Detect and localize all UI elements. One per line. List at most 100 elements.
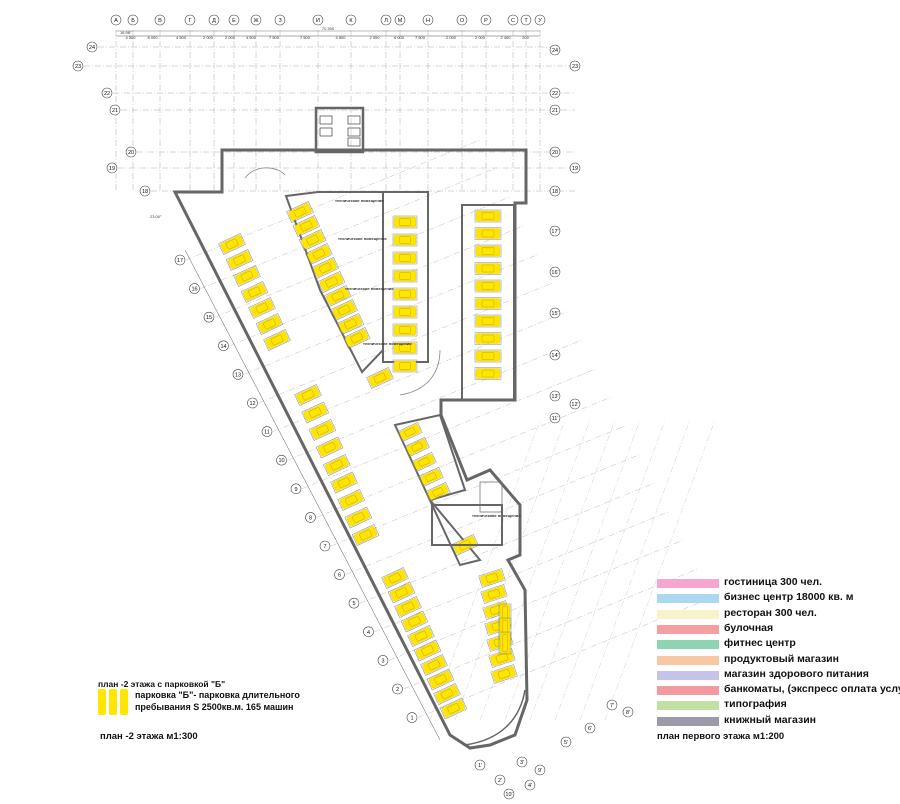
car-roof <box>458 539 472 551</box>
car-roof <box>427 659 441 671</box>
parking-space-41 <box>330 471 358 494</box>
axis-label-18: 18 <box>142 189 148 195</box>
parking-space-46 <box>404 437 430 457</box>
axis-label-d-16: 16 <box>191 287 197 293</box>
axis-label-b-6': 6' <box>588 726 592 732</box>
axis-bubble-b-6' <box>584 722 596 734</box>
dim-top-15: 200 <box>522 35 529 40</box>
parking-space-21 <box>298 229 327 251</box>
dim-top-9: 2 000 <box>369 35 380 40</box>
axis-bubble-19 <box>106 162 118 174</box>
space-outline <box>336 313 365 335</box>
car-roof <box>447 703 460 714</box>
axis-diag-14 <box>229 225 524 346</box>
car-mark <box>406 439 428 455</box>
axis-label-r-23: 23 <box>572 64 578 70</box>
axis-label-22: 22 <box>104 91 110 97</box>
axis-label-d-5: 5 <box>352 601 355 607</box>
space-outline <box>342 327 371 349</box>
axis-label-М: М <box>398 18 403 24</box>
space-outline <box>451 534 479 556</box>
axis-label-И: И <box>316 18 320 24</box>
axis-bubble-Н <box>422 14 434 26</box>
axis-bubble-Б <box>127 14 139 26</box>
axis-bubble-b-3' <box>516 756 528 768</box>
parking-space-71 <box>498 631 512 655</box>
axis-label-d-12: 12 <box>249 401 255 407</box>
space-outline <box>474 332 502 345</box>
axis-ray-2 <box>479 419 591 721</box>
axis-label-d-17: 17 <box>177 258 183 264</box>
axis-bubble-r-14' <box>549 349 561 361</box>
parking-space-54 <box>394 596 422 618</box>
legend-swatch-1 <box>657 594 719 604</box>
car-mark <box>499 632 511 654</box>
car-mark <box>294 217 319 235</box>
axis-label-b-7': 7' <box>610 703 614 709</box>
space-outline <box>400 610 429 633</box>
car-roof <box>323 442 336 453</box>
parking-space-61 <box>439 697 468 720</box>
car-roof <box>421 645 434 656</box>
axis-bubble-d-12 <box>247 397 258 409</box>
car-mark <box>413 454 435 470</box>
car-mark <box>441 699 466 718</box>
axis-bubble-r-17' <box>549 225 561 237</box>
space-outline <box>407 625 435 647</box>
car-mark <box>396 598 420 616</box>
axis-bubble-d-9 <box>290 483 302 495</box>
parking-space-8 <box>392 359 418 373</box>
axis-ray-6 <box>579 419 691 721</box>
parking-space-50 <box>366 367 394 389</box>
annex-car-1 <box>347 115 361 125</box>
dim-diagonal <box>184 249 441 741</box>
axis-label-С: С <box>511 18 515 24</box>
space-outline <box>263 329 291 351</box>
axis-bubble-20 <box>125 146 137 158</box>
axis-label-r-16': 16' <box>551 270 558 276</box>
car-roof <box>350 332 364 344</box>
axis-label-21: 21 <box>112 108 118 114</box>
space-outline <box>240 281 269 303</box>
space-outline <box>255 313 284 335</box>
car-mark <box>257 315 282 333</box>
car-legend-swatch <box>98 689 132 715</box>
axis-label-Р: Р <box>484 18 488 24</box>
space-outline <box>344 506 373 529</box>
parking-space-35 <box>263 329 291 351</box>
car-mark <box>339 491 363 509</box>
axis-bubble-Л <box>380 14 392 26</box>
parking-space-37 <box>301 401 329 424</box>
dim-top-3: 2 000 <box>203 35 214 40</box>
axis-diag-4 <box>374 511 669 632</box>
car-roof <box>399 290 411 298</box>
axis-bubble-r-19 <box>569 162 581 174</box>
axis-label-r-14': 14' <box>551 353 558 359</box>
axis-bubble-С <box>507 14 519 26</box>
space-outline <box>305 243 333 265</box>
space-outline <box>392 215 418 229</box>
parking-space-0 <box>392 215 418 229</box>
car-mark <box>480 570 504 586</box>
car-roof <box>301 389 315 401</box>
axis-label-В: В <box>158 18 162 24</box>
space-outline <box>474 297 502 310</box>
car-mark <box>296 386 320 404</box>
space-outline <box>474 244 502 258</box>
car-roof <box>401 601 415 613</box>
caption-desc-line1: парковка "Б"- парковка длительного <box>135 690 300 700</box>
space-outline <box>433 683 461 705</box>
axis-bubble-В <box>154 14 166 26</box>
space-outline <box>324 285 352 307</box>
space-outline <box>397 422 423 442</box>
space-outline <box>411 452 437 472</box>
car-roof <box>399 344 411 352</box>
car-roof <box>225 238 239 250</box>
car-mark <box>415 641 440 660</box>
parking-space-7 <box>392 341 418 355</box>
space-outline <box>330 471 358 494</box>
car-mark <box>422 656 446 674</box>
axis-label-d-15: 15 <box>206 315 212 321</box>
dim-top-6: 7 500 <box>269 35 280 40</box>
axis-label-r-12': 12' <box>571 402 578 408</box>
